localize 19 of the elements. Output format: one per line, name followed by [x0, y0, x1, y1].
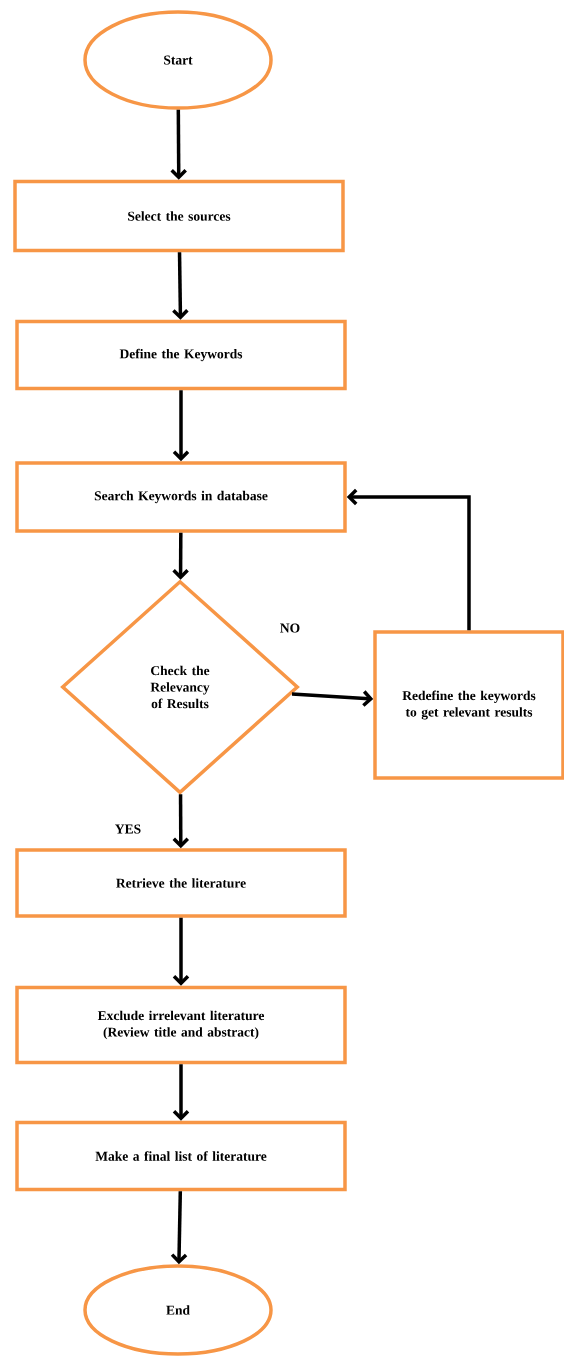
arrow — [291, 690, 374, 707]
arrow — [170, 1191, 188, 1265]
edge-label: NO — [280, 623, 300, 633]
process-box: Search Keywords in database — [15, 461, 347, 533]
edge-label: YES — [115, 824, 141, 834]
process-box: Make a final list of literature — [15, 1120, 347, 1192]
arrow — [172, 532, 189, 580]
arrow — [346, 488, 471, 631]
process-box: Define the Keywords — [15, 319, 347, 391]
process-box: Redefine the keywords to get relevant results — [373, 630, 564, 780]
arrow — [172, 252, 189, 320]
process-box: Exclude irrelevant literature (Review title and abstract) — [15, 985, 347, 1065]
arrow — [170, 109, 187, 180]
process-box: Retrieve the literature — [15, 848, 347, 918]
arrow — [172, 794, 189, 849]
process-box: Select the sources — [13, 179, 345, 253]
arrow — [172, 390, 190, 462]
arrow — [172, 1064, 190, 1121]
arrow — [172, 917, 190, 986]
